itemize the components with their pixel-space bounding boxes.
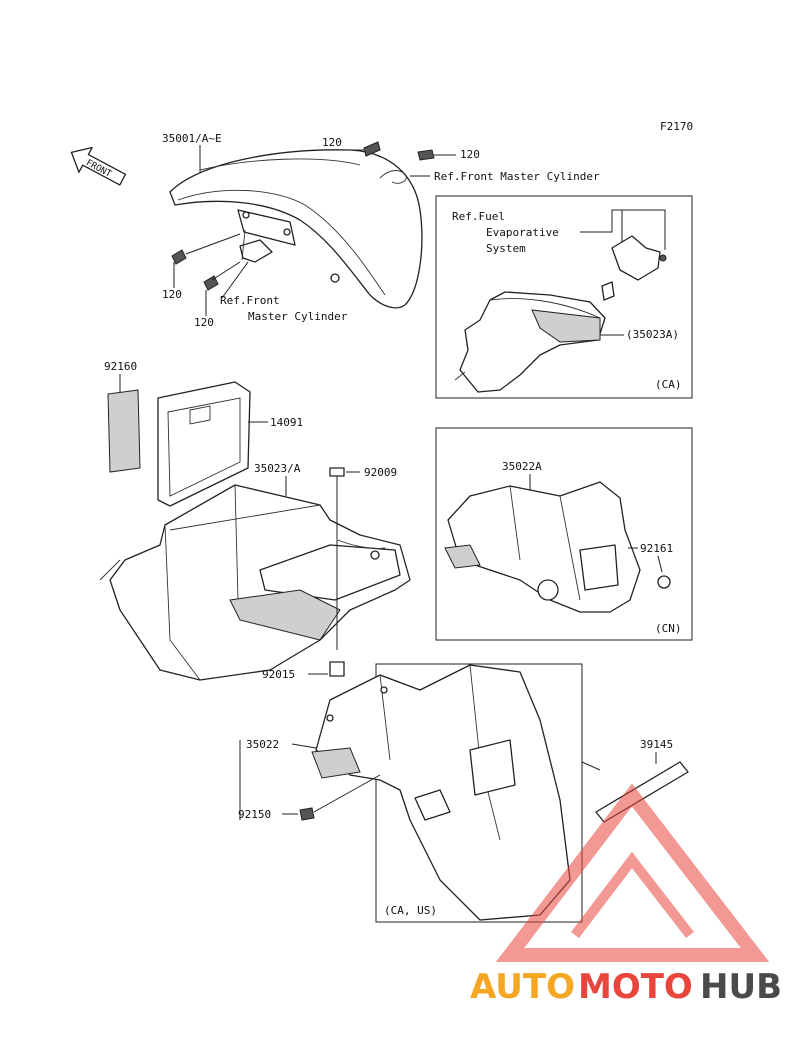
front-fender <box>169 149 423 309</box>
rear-fender-35022 <box>311 664 571 921</box>
variant-ca-label: (CA) <box>655 378 682 391</box>
label-120-a: 120 <box>322 136 342 149</box>
rear-fender-front-ca <box>454 291 606 393</box>
rear-fender-35022a <box>444 481 641 613</box>
bolt-120-right <box>417 149 456 161</box>
variant-ca-us-label: (CA, US) <box>384 904 437 917</box>
label-35001: 35001/A~E <box>162 132 222 145</box>
ref-master-cylinder-2b: Master Cylinder <box>248 310 348 323</box>
ref-front-label-2a: Ref.Front <box>220 294 280 307</box>
ref-front-master-cylinder-1: Ref.Front Master Cylinder <box>434 170 600 183</box>
cap-92161 <box>657 575 671 589</box>
cover-14091 <box>157 381 251 507</box>
watermark-logo <box>495 783 770 962</box>
watermark-triangle-icon <box>495 783 770 962</box>
bolt-120-top <box>350 141 381 157</box>
evaporative-label: Evaporative <box>486 226 559 239</box>
label-92015: 92015 <box>262 668 295 681</box>
label-39145: 39145 <box>640 738 673 751</box>
label-120-d: 120 <box>194 316 214 329</box>
collar-92015 <box>329 661 345 677</box>
bolt-92009 <box>329 467 360 490</box>
variant-cn-label: (CN) <box>655 622 682 635</box>
watermark-auto: AUTO <box>470 967 575 1007</box>
label-92009: 92009 <box>364 466 397 479</box>
rear-fender-35023a <box>99 484 411 681</box>
bolt-120-left <box>171 233 241 288</box>
bolt-92150 <box>299 807 315 821</box>
label-35022a: 35022A <box>502 460 542 473</box>
label-92161: 92161 <box>640 542 673 555</box>
variant-box-cn <box>435 427 693 641</box>
clamp-front-master-cylinder <box>379 170 430 184</box>
label-14091: 14091 <box>270 416 303 429</box>
label-92150: 92150 <box>238 808 271 821</box>
variant-box-ca <box>435 195 693 399</box>
evap-bracket <box>601 235 667 301</box>
figure-code: F2170 <box>660 120 693 133</box>
label-120-c: 120 <box>162 288 182 301</box>
watermark-moto: MOTO <box>578 967 693 1007</box>
label-35023a-paren: (35023A) <box>626 328 679 341</box>
watermark-hub: HUB <box>700 967 782 1007</box>
ref-fuel-label: Ref.Fuel <box>452 210 505 223</box>
front-arrow-icon: FRONT <box>70 146 127 186</box>
variant-box-ca-us <box>375 663 583 923</box>
label-120-b: 120 <box>460 148 480 161</box>
label-92160: 92160 <box>104 360 137 373</box>
label-35023a: 35023/A <box>254 462 301 475</box>
label-35022: 35022 <box>246 738 279 751</box>
pad-92160 <box>107 389 141 473</box>
bolt-120-lower <box>203 261 241 316</box>
system-label: System <box>486 242 526 255</box>
